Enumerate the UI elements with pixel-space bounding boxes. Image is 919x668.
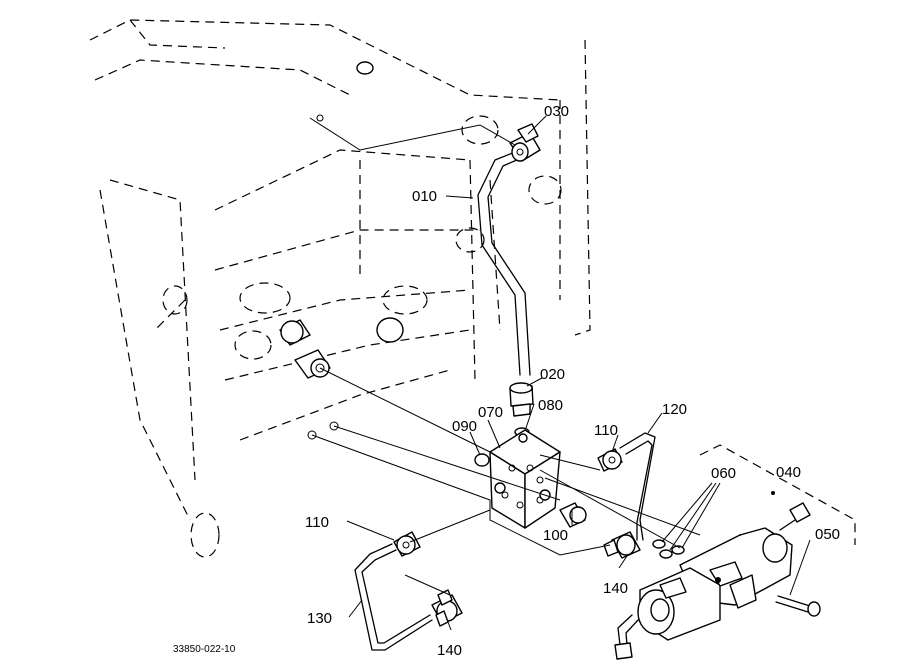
elbow-fitting-030	[509, 123, 541, 162]
callout-090: 090	[452, 418, 477, 435]
drawing-code: 33850-022-10	[173, 644, 236, 655]
bolt-050	[775, 595, 821, 617]
callout-110-upper: 110	[594, 422, 618, 439]
valve-block-070	[489, 429, 561, 529]
housing-ports	[279, 61, 404, 440]
elbow-fitting-140-middle	[603, 531, 641, 559]
pipe-130	[354, 543, 433, 651]
fitting-020	[509, 382, 534, 417]
plug-100	[559, 502, 587, 528]
callout-110-lower: 110	[305, 514, 329, 531]
assembly-centerlines	[309, 117, 701, 596]
o-ring-090	[474, 453, 490, 467]
transmission-housing	[89, 19, 591, 558]
callout-020: 020	[540, 366, 565, 383]
callout-040: 040	[776, 464, 801, 481]
callout-070: 070	[478, 404, 503, 421]
o-rings-060	[652, 539, 685, 559]
callout-050: 050	[815, 526, 840, 543]
callout-140-middle: 140	[603, 580, 628, 597]
fitting-110-upper	[597, 448, 623, 472]
callout-100: 100	[543, 527, 568, 544]
elbow-fitting-140-lower	[431, 589, 463, 627]
solenoid-valve-040	[614, 491, 811, 660]
callout-140-lower: 140	[437, 642, 462, 659]
callout-080: 080	[538, 397, 563, 414]
callout-030: 030	[544, 103, 569, 120]
pipe-010	[477, 149, 531, 376]
callout-060: 060	[711, 465, 736, 482]
callout-130: 130	[307, 610, 332, 627]
callout-120: 120	[662, 401, 687, 418]
fitting-110-lower	[393, 531, 421, 557]
callout-leaders	[346, 115, 811, 631]
callout-010: 010	[412, 188, 437, 205]
callout-labels: 030 010 020 070 080 090 120 110 040 060 …	[305, 103, 840, 659]
